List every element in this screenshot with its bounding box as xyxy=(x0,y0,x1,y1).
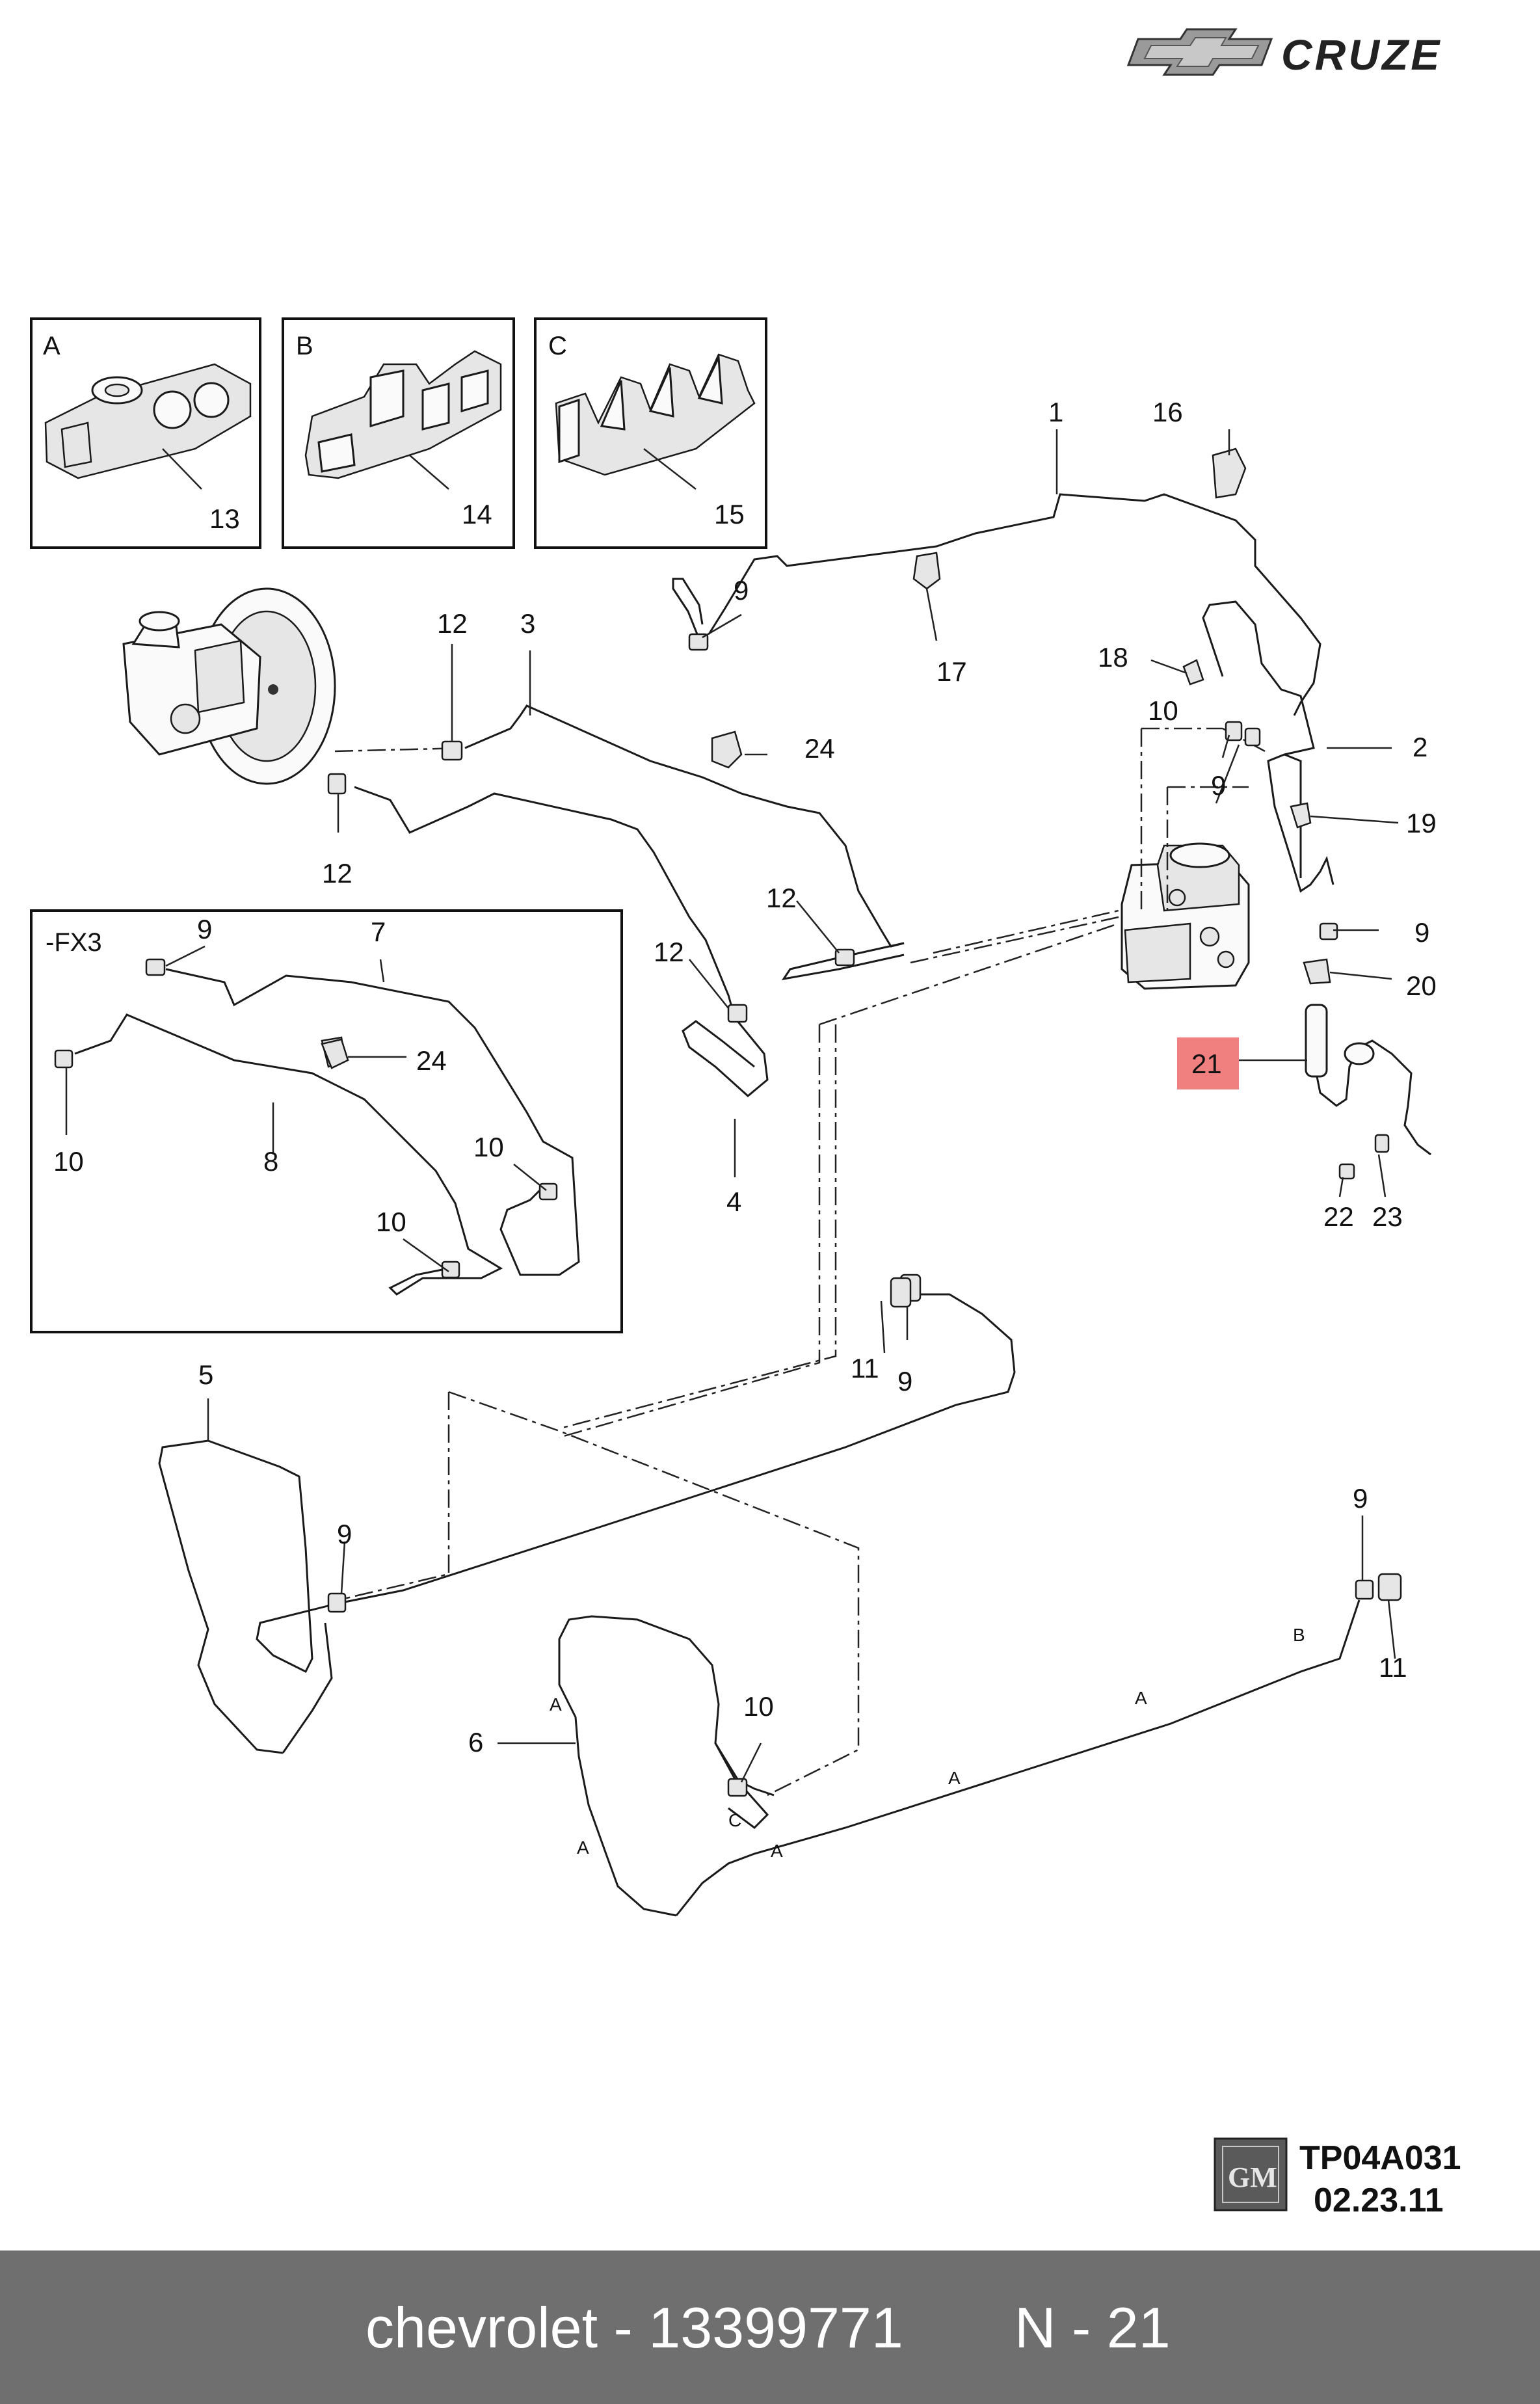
callout-2: 2 xyxy=(1413,732,1427,762)
callout-24: 24 xyxy=(804,733,835,764)
callout-10: 10 xyxy=(376,1207,406,1237)
detail-box-letter: B xyxy=(296,332,313,360)
route-label-a: A xyxy=(550,1694,562,1715)
callout-12: 12 xyxy=(437,608,468,639)
callout-22: 22 xyxy=(1323,1201,1354,1232)
callout-leaders xyxy=(65,429,1399,1783)
drawing-code: TP04A031 xyxy=(1299,2139,1461,2177)
pipe-clip-b-illustration xyxy=(304,350,502,479)
pipe-clip-c-illustration xyxy=(555,353,756,476)
callout-9: 9 xyxy=(1414,917,1429,948)
drawing-date: 02.23.11 xyxy=(1314,2182,1444,2219)
callout-19: 19 xyxy=(1406,808,1437,838)
callout-9: 9 xyxy=(897,1366,912,1396)
brake-pipe-3 xyxy=(464,704,905,948)
callout-18: 18 xyxy=(1098,642,1128,673)
tube-nut-fitting xyxy=(327,633,1402,1797)
route-label-b: B xyxy=(1293,1625,1305,1645)
callout-11: 11 xyxy=(851,1353,879,1383)
svg-text:GM: GM xyxy=(1228,2161,1277,2193)
brake-pipe-2 xyxy=(1202,600,1334,893)
brake-pipe-7 xyxy=(165,968,580,1276)
callout-14: 14 xyxy=(462,499,492,529)
callout-5: 5 xyxy=(198,1359,213,1390)
detail-box-letter: A xyxy=(43,332,60,360)
callout-10: 10 xyxy=(743,1691,774,1722)
highlight-21 xyxy=(1177,1037,1239,1089)
route-label-a: A xyxy=(771,1841,783,1861)
pipe-clip-a-illustration xyxy=(44,363,252,479)
callout-9: 9 xyxy=(337,1519,352,1549)
route-label-a: A xyxy=(948,1768,961,1788)
callout-17: 17 xyxy=(936,656,967,687)
callout-7: 7 xyxy=(371,916,386,947)
detail-box-a: A 13 xyxy=(30,317,261,549)
brake-flex-hose xyxy=(1305,1004,1431,1156)
detail-box-letter: C xyxy=(548,332,567,360)
callout-23: 23 xyxy=(1372,1201,1403,1232)
callout-12: 12 xyxy=(766,883,797,913)
detail-box-b: B 14 xyxy=(282,317,515,549)
abs-modulator-unit xyxy=(1121,842,1250,990)
part-caption: chevrolet - 13399771 xyxy=(365,2295,903,2360)
brake-pipe-5 xyxy=(158,1439,339,1754)
callout-10: 10 xyxy=(1148,695,1178,726)
route-label-a: A xyxy=(1135,1688,1147,1708)
callout-1: 1 xyxy=(1048,397,1063,427)
brake-booster-master-cylinder xyxy=(122,587,336,785)
brake-pipe-4 xyxy=(354,786,769,1097)
fx3-inset: -FX3 xyxy=(30,909,623,1333)
route-label-c: C xyxy=(728,1810,741,1830)
callout-12: 12 xyxy=(322,858,352,888)
callout-9: 9 xyxy=(1211,770,1226,801)
callout-10: 10 xyxy=(473,1132,504,1162)
callout-13: 13 xyxy=(209,503,240,534)
callout-4: 4 xyxy=(726,1186,741,1217)
callout-10: 10 xyxy=(53,1146,84,1177)
callout-numbers: 1 2 3 4 5 6 7 8 9 9 9 9 9 9 9 9 10 10 10… xyxy=(53,397,1437,1757)
detail-box-c: C 15 xyxy=(534,317,767,549)
callout-11: 11 xyxy=(1379,1652,1407,1683)
callout-21: 21 xyxy=(1191,1048,1222,1079)
callout-24: 24 xyxy=(416,1045,447,1076)
callout-9: 9 xyxy=(734,575,749,606)
callout-8: 8 xyxy=(263,1146,278,1177)
callout-3: 3 xyxy=(520,608,535,639)
route-labels: A A A A A A B C C xyxy=(550,1625,1305,1861)
footer-bar: chevrolet - 13399771 N - 21 xyxy=(0,2250,1540,2404)
callout-9: 9 xyxy=(197,914,212,944)
callout-16: 16 xyxy=(1152,397,1183,427)
chevrolet-bowtie-logo xyxy=(1126,28,1273,76)
callout-9: 9 xyxy=(1353,1483,1368,1514)
brake-pipe-8 xyxy=(74,1013,503,1296)
callout-20: 20 xyxy=(1406,970,1437,1001)
brand-name: CRUZE xyxy=(1281,31,1442,79)
pipe-clip xyxy=(321,447,1331,1068)
inset-title: -FX3 xyxy=(46,928,102,957)
callout-6: 6 xyxy=(468,1727,483,1757)
gm-logo: GM xyxy=(1214,2137,1288,2211)
brake-pipe-diagram: CRUZE A 13 B 14 C xyxy=(30,28,1461,2219)
route-label-a: A xyxy=(577,1837,589,1858)
part-reference: N - 21 xyxy=(1015,2295,1171,2360)
brake-pipe-6 xyxy=(558,1615,775,1917)
callout-12: 12 xyxy=(654,937,684,967)
callout-15: 15 xyxy=(714,499,745,529)
brake-pipe-1 xyxy=(708,493,1321,716)
